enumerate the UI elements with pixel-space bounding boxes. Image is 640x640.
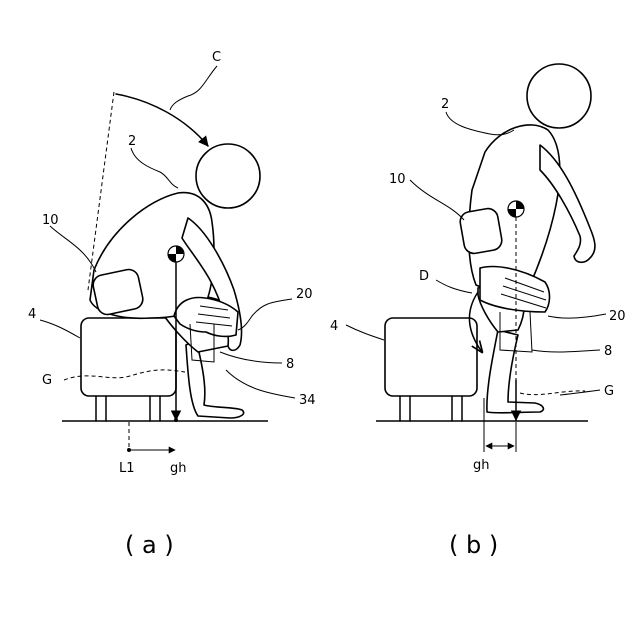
label-10-a: 10	[42, 213, 59, 228]
panel-a: C 2 10 4 G 20 8 34 L1 gh ( a )	[28, 50, 316, 559]
head-b	[527, 64, 591, 128]
label-d: D	[419, 269, 429, 284]
unit-10-a	[91, 268, 144, 317]
belt-20-b	[480, 267, 550, 312]
panel-b: 2 10 D 4 20 8 G gh ( b )	[330, 64, 626, 559]
leader-10-a	[50, 226, 96, 272]
caption-a: ( a )	[125, 531, 174, 559]
caption-b: ( b )	[449, 531, 498, 559]
person-b	[459, 64, 595, 413]
label-4-b: 4	[330, 319, 338, 334]
label-2-a: 2	[128, 134, 136, 149]
leader-g-b	[560, 390, 600, 395]
leader-8-a	[220, 352, 282, 363]
head-a	[196, 144, 260, 208]
label-34-a: 34	[299, 393, 316, 408]
label-20-b: 20	[609, 309, 626, 324]
leader-20-b	[548, 314, 606, 318]
leader-c	[170, 66, 217, 110]
leader-4-a	[40, 320, 80, 338]
label-g-a: G	[42, 373, 52, 388]
unit-10-b	[459, 207, 504, 255]
label-20-a: 20	[296, 287, 313, 302]
shin-b	[487, 330, 544, 413]
leader-10-b	[410, 180, 464, 220]
label-gh-a: gh	[170, 461, 187, 476]
label-l1: L1	[119, 461, 135, 476]
leader-20-a	[238, 299, 292, 330]
shin-a	[186, 340, 244, 418]
leader-2-b	[446, 112, 514, 135]
label-2-b: 2	[441, 97, 449, 112]
center-of-gravity-b	[508, 201, 524, 217]
label-gh-b: gh	[473, 458, 490, 473]
label-10-b: 10	[389, 172, 406, 187]
leader-2-a	[131, 148, 178, 188]
label-g-b: G	[604, 384, 614, 399]
leader-d	[436, 280, 472, 293]
label-c: C	[212, 50, 221, 65]
label-8-a: 8	[286, 357, 294, 372]
leader-34-a	[226, 370, 295, 398]
stool-b	[385, 318, 477, 421]
leader-8-b	[532, 350, 600, 352]
center-of-gravity-a	[168, 246, 184, 262]
leader-4-b	[346, 325, 384, 340]
label-8-b: 8	[604, 344, 612, 359]
label-4-a: 4	[28, 307, 36, 322]
